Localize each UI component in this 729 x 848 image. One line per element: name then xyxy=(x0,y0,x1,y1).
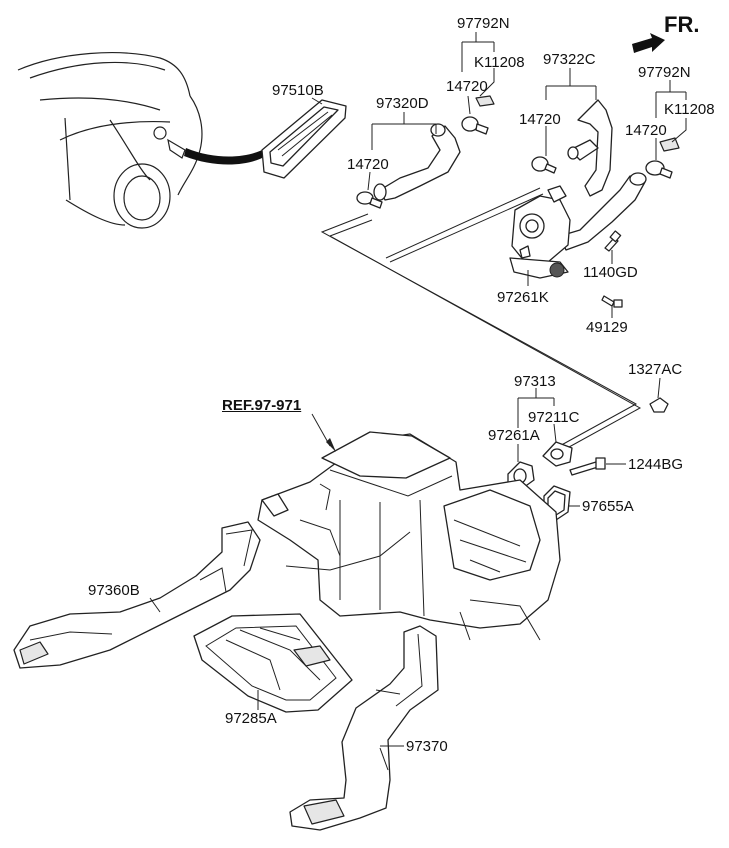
bolt-49129 xyxy=(601,295,623,308)
gasket-97211c xyxy=(542,441,573,467)
part-97261k-pump xyxy=(509,185,571,279)
label-k11208-right: K11208 xyxy=(664,101,715,118)
label-97792n-top: 97792N xyxy=(457,15,510,32)
label-97211c: 97211C xyxy=(528,409,580,426)
front-arrow-icon xyxy=(632,33,665,53)
label-97370: 97370 xyxy=(406,738,448,755)
ref-label: REF.97-971 xyxy=(222,397,302,414)
leader-lines xyxy=(149,32,687,747)
bolt-1244bg xyxy=(569,457,606,476)
grommet-1327ac xyxy=(649,397,669,413)
vehicle-outline xyxy=(17,52,262,229)
duct-97360b xyxy=(13,521,261,669)
label-49129: 49129 xyxy=(586,319,628,336)
label-97510b: 97510B xyxy=(272,82,324,99)
coolant-pipe xyxy=(320,187,642,453)
label-97313: 97313 xyxy=(514,373,556,390)
duct-97370 xyxy=(289,625,439,831)
label-97792n-right: 97792N xyxy=(638,64,691,81)
label-97261k: 97261K xyxy=(497,289,549,306)
hvac-assembly xyxy=(257,431,561,641)
front-label: FR. xyxy=(664,12,700,37)
label-k11208-top: K11208 xyxy=(474,54,525,71)
label-97322c: 97322C xyxy=(543,51,596,68)
clamp-14720-middle xyxy=(531,156,557,174)
label-14720-upper: 14720 xyxy=(446,78,488,95)
label-1244bg: 1244BG xyxy=(628,456,684,473)
clamp-14720-upper xyxy=(461,95,495,135)
label-97285a: 97285A xyxy=(225,710,277,727)
tray-97285a xyxy=(193,613,353,713)
label-14720-left: 14720 xyxy=(347,156,389,173)
label-1327ac: 1327AC xyxy=(628,361,683,378)
label-1140gd: 1140GD xyxy=(583,264,638,281)
part-97322c-hose xyxy=(559,99,647,251)
clamp-14720-left xyxy=(356,191,383,209)
part-97320d-hose xyxy=(373,123,461,201)
label-97360b: 97360B xyxy=(88,582,140,599)
part-97510b-vent xyxy=(261,99,347,179)
label-97320d: 97320D xyxy=(376,95,429,112)
label-97655a: 97655A xyxy=(582,498,634,515)
label-14720-right: 14720 xyxy=(625,122,667,139)
clamp-14720-right xyxy=(645,137,680,179)
bolt-1140gd xyxy=(604,230,622,252)
label-97261a: 97261A xyxy=(488,427,540,444)
label-14720-middle: 14720 xyxy=(519,111,561,128)
